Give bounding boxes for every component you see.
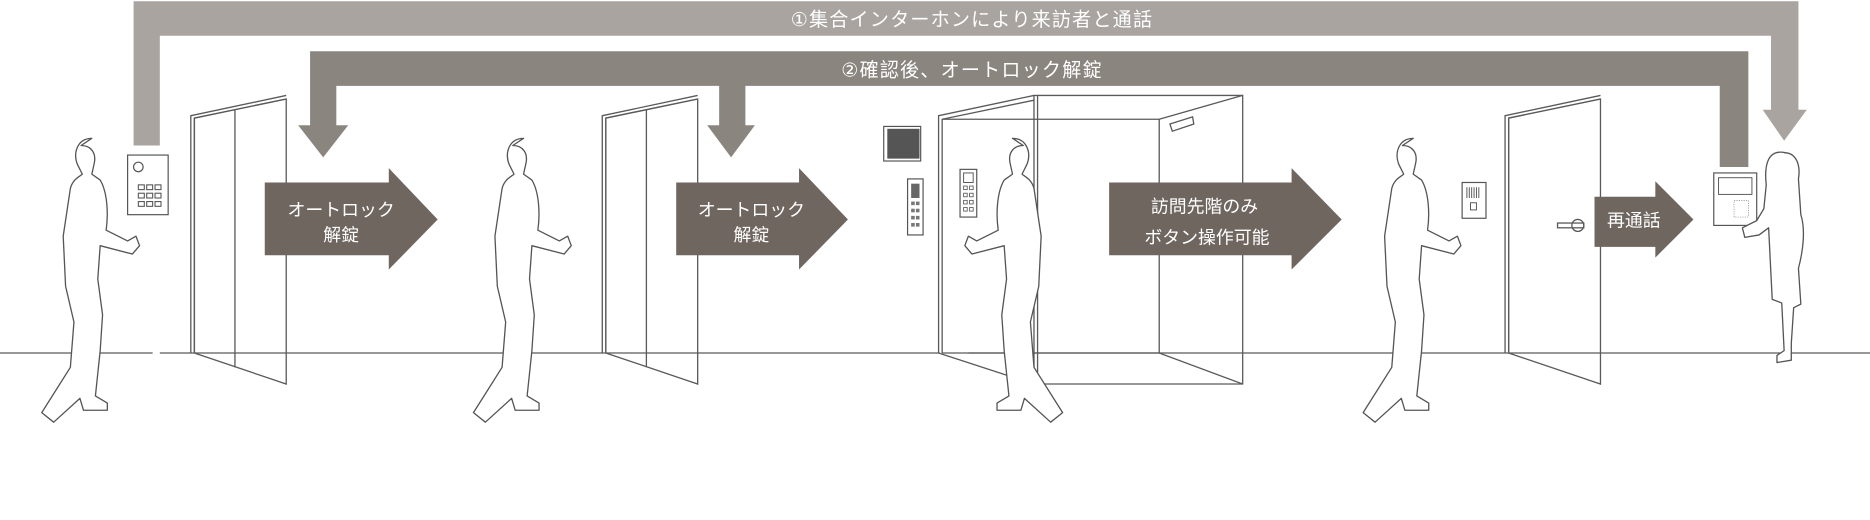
- security-camera-icon: [1169, 116, 1195, 133]
- visitor-figure-3: [964, 137, 1064, 423]
- step-arrow-1: オートロック 解錠: [264, 168, 438, 270]
- unit-front-door: [1504, 94, 1602, 385]
- entrance-door-1: [190, 94, 287, 385]
- flow-arrow-2-label: ②確認後、オートロック解錠: [841, 59, 1103, 81]
- elevator-call-panel: [906, 178, 924, 236]
- step-arrow-2: オートロック 解錠: [676, 168, 848, 270]
- flow-arrow-1-shape: [133, 1, 1807, 146]
- flow-arrow-1-label: ①集合インターホンにより来訪者と通話: [791, 9, 1154, 31]
- flow-arrow-unlock: ②確認後、オートロック解錠: [298, 51, 1749, 167]
- flow-arrow-2-shape: [298, 51, 1749, 167]
- visitor-figure-2: [472, 137, 572, 423]
- step-arrow-3: 訪問先階のみ ボタン操作可能: [1109, 168, 1342, 270]
- step-3-line-1: 訪問先階のみ: [1151, 196, 1258, 217]
- resident-intercom-monitor: [1713, 172, 1758, 227]
- flow-arrow-intercom-call: ①集合インターホンにより来訪者と通話: [133, 1, 1807, 146]
- step-1-line-2: 解錠: [323, 225, 359, 246]
- door-handle-icon: [1556, 218, 1585, 233]
- resident-figure: [1741, 151, 1805, 364]
- entrance-intercom-panel: [127, 154, 169, 216]
- entrance-door-2: [601, 94, 699, 385]
- step-3-line-2: ボタン操作可能: [1144, 227, 1269, 248]
- security-monitor: [883, 125, 922, 162]
- visitor-figure-4: [1362, 137, 1462, 423]
- step-1-line-1: オートロック: [287, 200, 394, 221]
- step-2-line-2: 解錠: [733, 225, 769, 246]
- step-2-line-1: オートロック: [698, 200, 805, 221]
- step-4-line-1: 再通話: [1607, 211, 1661, 232]
- visitor-figure-1: [41, 137, 141, 423]
- step-arrow-4: 再通話: [1594, 181, 1694, 258]
- elevator-floor-panel: [959, 168, 978, 218]
- door-intercom-button: [1461, 181, 1487, 219]
